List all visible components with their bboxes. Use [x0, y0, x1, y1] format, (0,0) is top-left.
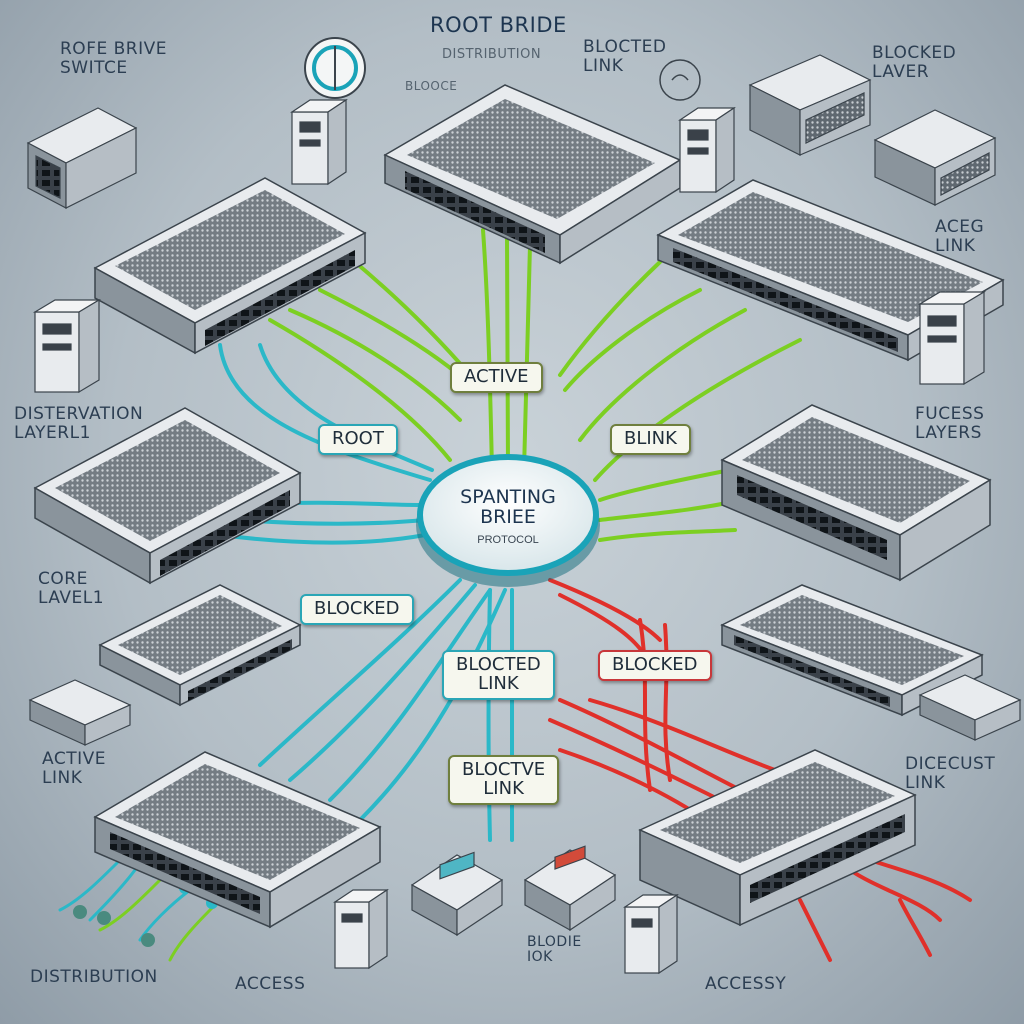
- active-link: [593, 338, 802, 482]
- root-badge-icon: [304, 37, 366, 99]
- active-link: [558, 260, 662, 377]
- root-link: [328, 588, 492, 802]
- hub-subtitle: PROTOCOL: [477, 534, 539, 546]
- root-link: [218, 343, 432, 482]
- blocked-link: [588, 698, 777, 772]
- active-link: [522, 243, 532, 472]
- root-links: [218, 343, 514, 842]
- label-bottom-distribution: DISTRIBUTION: [30, 967, 158, 987]
- active-link: [598, 498, 742, 522]
- active-link: [598, 528, 737, 542]
- blocked-link: [798, 898, 832, 962]
- active-link: [598, 468, 732, 502]
- active-link: [578, 308, 747, 442]
- diagram-title: ROOT BRIDE: [430, 13, 567, 37]
- root-link: [258, 343, 434, 472]
- switch-top-center: [383, 84, 682, 265]
- label-active-link: ACTIVE LINK: [42, 749, 106, 788]
- tag-blocted-link: BLOCTED LINK: [442, 650, 555, 700]
- label-access-layers: FUCESS LAYERS: [915, 404, 985, 443]
- label-top-small: BLOOCE: [405, 79, 458, 93]
- active-link: [481, 228, 494, 472]
- small-devices: [26, 54, 1022, 975]
- switch-upper-right: [656, 179, 1005, 362]
- tag-blocked-left: BLOCKED: [300, 594, 414, 625]
- active-link: [505, 233, 510, 472]
- label-bottom-access-right: ACCESSY: [705, 974, 787, 994]
- blocked-link: [848, 868, 942, 922]
- active-link: [268, 318, 452, 462]
- switch-upper-left: [93, 177, 367, 355]
- label-top-blocked-link: BLOCTED LINK: [583, 37, 667, 76]
- switch-bottom-right: [638, 749, 917, 927]
- hub-label: SPANTING BRIEE PROTOCOL: [420, 452, 596, 572]
- label-core-switch: ROFE BRIVE SWITCE: [60, 39, 167, 78]
- active-links: [268, 228, 802, 542]
- root-link: [258, 578, 462, 767]
- label-distribution-layer: DISTERVATION LAYERL1: [14, 404, 144, 443]
- diagram-subtitle: DISTRIBUTION: [442, 47, 542, 62]
- switch-bottom-left: [93, 751, 382, 929]
- root-link: [288, 583, 477, 782]
- switch-lower-right: [720, 584, 984, 717]
- label-bottom-mid: BLODIE IOK: [527, 934, 582, 966]
- label-bottom-access: ACCESS: [235, 974, 306, 994]
- active-link: [563, 288, 702, 392]
- blocked-link: [558, 698, 762, 802]
- switch-lower-left: [98, 584, 302, 707]
- blocked-link: [663, 623, 672, 782]
- link-icon: [659, 59, 701, 101]
- label-dicecust-link: DICECUST LINK: [905, 754, 996, 793]
- root-link: [486, 588, 492, 842]
- switch-middle-left: [33, 407, 302, 585]
- blocked-link: [868, 858, 972, 902]
- hub-title: SPANTING BRIEE: [460, 486, 556, 528]
- active-link: [288, 308, 462, 422]
- tag-active: ACTIVE: [450, 362, 543, 393]
- tag-bloctve-link: BLOCTVE LINK: [448, 755, 560, 805]
- tag-blocked-right: BLOCKED: [598, 650, 712, 681]
- blocked-link: [898, 898, 932, 957]
- root-link: [218, 533, 427, 545]
- label-blocked-layer: BLOCKED LAVER: [872, 43, 957, 82]
- tag-blink: BLINK: [610, 424, 691, 455]
- spanning-tree-hub: [416, 454, 600, 587]
- blocked-link: [548, 578, 662, 642]
- switch-middle-right: [720, 404, 992, 582]
- label-aceg-link: ACEG LINK: [935, 217, 985, 256]
- tag-root: ROOT: [318, 424, 398, 455]
- label-core-layer: CORE LAVEL1: [38, 569, 105, 608]
